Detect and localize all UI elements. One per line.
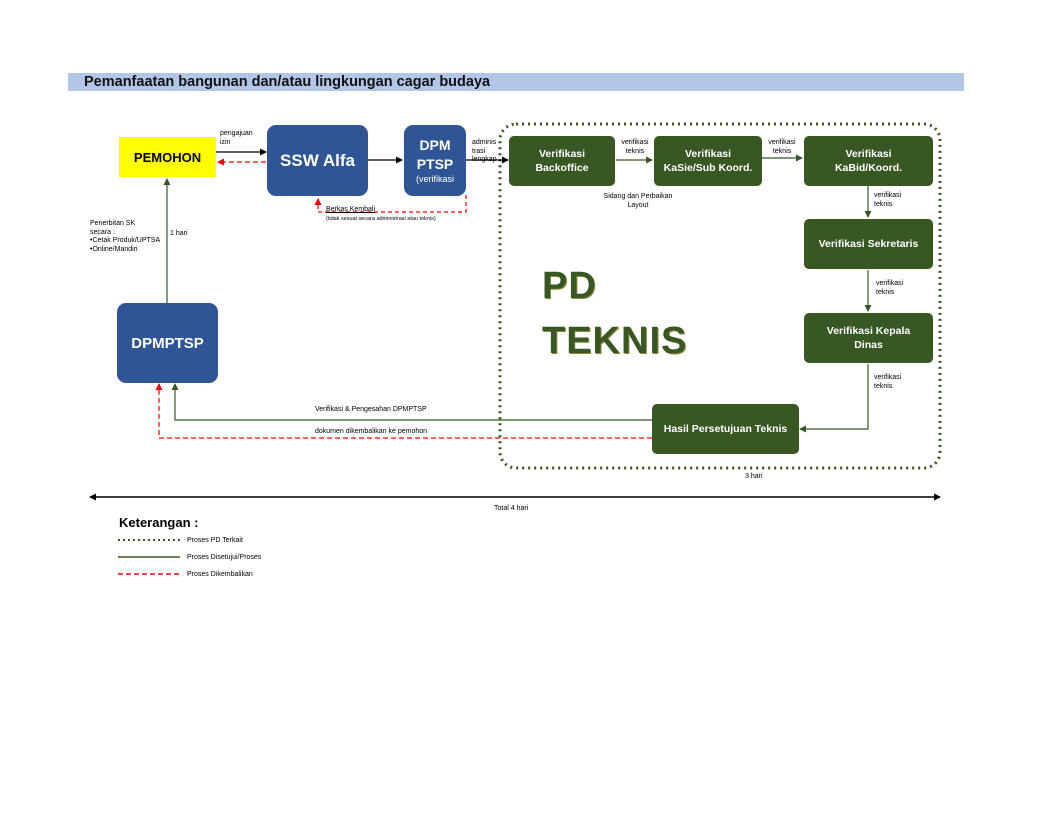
penerbitan-sk-label: Penerbitan SK secara : •Cetak Produk/UPT… — [90, 220, 161, 253]
teknis-label: TEKNIS — [542, 320, 688, 362]
arrow-kepala-hasil — [799, 364, 869, 433]
verifikasi-sekretaris-box: Verifikasi Sekretaris — [804, 219, 933, 269]
ssw-alfa-label: SSW Alfa — [280, 150, 355, 170]
berkas-kembali-label: Berkas Kembali (tidak sesuai secara admi… — [326, 206, 436, 222]
pemohon-label: PEMOHON — [133, 149, 202, 165]
kabid-label-2: KaBid/Koord. — [834, 162, 903, 174]
verifikasi-pengesahan-label: Verifikasi & Pengesahan DPMPTSP — [315, 406, 427, 413]
verifikasi-kabid-box: Verifikasi KaBid/Koord. — [804, 136, 933, 186]
backoffice-label-1: Verifikasi — [538, 148, 586, 160]
dpm-sub-label: (verifikasi — [415, 174, 454, 184]
dpmptsp-box: DPMPTSP — [117, 303, 218, 383]
kasie-label-1: Verifikasi — [684, 148, 732, 160]
dpm-ptsp-box: DPM PTSP (verifikasi — [404, 125, 466, 196]
hasil-label: Hasil Persetujuan Teknis — [663, 423, 788, 435]
dokumen-dikembalikan-label: dokumen dikembalikan ke pemohon — [315, 428, 428, 435]
kepala-label-1: Verifikasi Kepala — [826, 325, 911, 337]
dpmptsp-label: DPMPTSP — [131, 334, 204, 352]
pemohon-box: PEMOHON — [119, 137, 216, 177]
legend-item-solid: Proses Disetujui/Proses — [187, 554, 262, 561]
tiga-hari-label: 3 hari — [745, 473, 763, 480]
hasil-persetujuan-box: Hasil Persetujuan Teknis — [652, 404, 799, 454]
verifikasi-backoffice-box: Verifikasi Backoffice — [509, 136, 615, 186]
dpm-label-2: PTSP — [416, 156, 454, 172]
kepala-label-2: Dinas — [854, 339, 883, 351]
verifikasi-kepala-box: Verifikasi Kepala Dinas — [804, 313, 933, 363]
legend-item-dotted: Proses PD Terkait — [187, 537, 243, 544]
kasie-label-2: KaSie/Sub Koord. — [663, 162, 753, 174]
arrow-dokumen-kembali — [155, 383, 652, 439]
backoffice-label-2: Backoffice — [535, 162, 589, 174]
page-title: Pemanfaatan bangunan dan/atau lingkungan… — [84, 74, 491, 90]
sekretaris-label: Verifikasi Sekretaris — [818, 238, 919, 250]
verifikasi-kasie-box: Verifikasi KaSie/Sub Koord. — [654, 136, 762, 186]
pd-teknis-region — [498, 122, 942, 470]
arrow-hasil-dpmptsp — [171, 383, 652, 421]
total-hari-label: Total 4 hari — [494, 505, 529, 512]
legend-item-dashed: Proses Dikembalikan — [187, 571, 253, 578]
arrow-berkas-kembali — [314, 195, 467, 213]
kabid-label-1: Verifikasi — [845, 148, 892, 160]
pd-label: PD — [542, 265, 597, 307]
satu-hari-label: 1 hari — [170, 230, 188, 237]
dpm-label-1: DPM — [419, 137, 451, 153]
title-bar: Pemanfaatan bangunan dan/atau lingkungan… — [68, 73, 964, 91]
legend-title: Keterangan : — [119, 515, 199, 530]
ssw-alfa-box: SSW Alfa — [267, 125, 368, 196]
